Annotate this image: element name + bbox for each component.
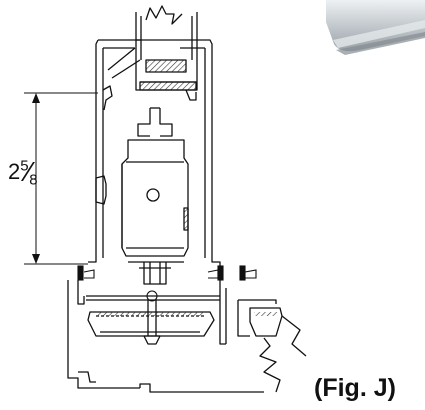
- sill-profile: [67, 280, 307, 393]
- dimension-numerator: 5: [20, 157, 29, 175]
- frame-profile: [88, 5, 221, 285]
- sill-hatching: [96, 312, 278, 316]
- figure-label: (Fig. J): [314, 374, 396, 402]
- dimension-denominator: 8: [29, 171, 38, 189]
- dimension-label: 25⁄8: [8, 156, 38, 189]
- dimension-line: [24, 92, 98, 265]
- panel-photo-corner: [322, 0, 425, 60]
- fraction-slash: ⁄: [26, 156, 32, 187]
- dimension-whole: 2: [8, 159, 21, 184]
